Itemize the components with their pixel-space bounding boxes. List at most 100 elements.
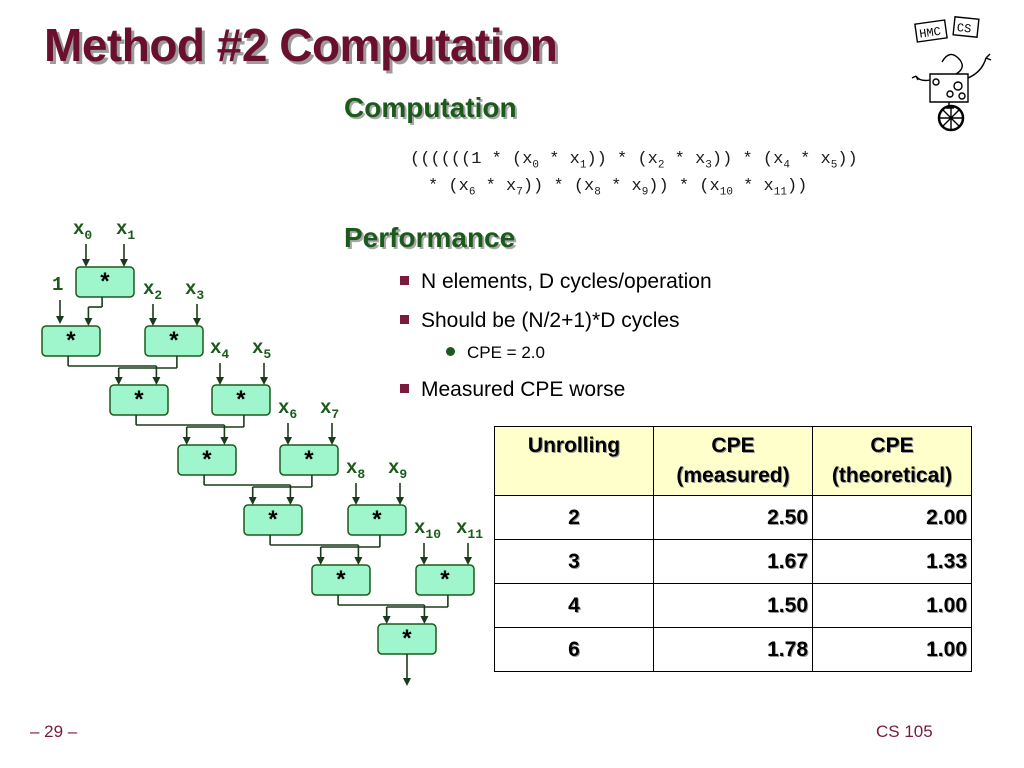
multiply-symbol: * [132,389,146,416]
cell-cpe-theoretical: 2.00 [812,495,972,540]
input-subscript: 6 [289,407,297,422]
multiply-symbol: * [167,330,181,357]
header-text: Unrolling [527,434,621,457]
slide-title: Method #2 Computation [44,19,558,71]
multiply-node [211,384,271,416]
multiply-node [75,266,135,298]
formula-subscript: 0 [532,159,540,172]
formula-text: )) [837,150,858,169]
formula-text: * x [600,177,642,196]
multiply-symbol: * [302,449,316,476]
cell-cpe-measured: 1.78 [653,627,813,672]
input-label-x6: x6 [278,397,297,422]
square-bullet-icon [400,275,409,285]
logo-tag-left [914,19,948,43]
bullet-text: N elements, D cycles/operation [421,270,712,293]
input-subscript: 10 [425,527,441,542]
input-label-x7: x7 [320,397,339,422]
header-text: CPE [711,434,755,457]
input-subscript: 7 [331,407,339,422]
input-label-x5: x5 [252,337,271,362]
hmc-cs-logo: HMC CS [911,16,992,132]
cell-cpe-theoretical: 1.00 [812,583,972,628]
input-label-x3: x3 [185,278,204,303]
formula-text: )) * (x [711,150,784,169]
formula-text: * x [789,150,831,169]
multiply-node [415,564,475,596]
multiply-symbol: * [64,330,78,357]
formula-subscript: 4 [783,159,790,172]
formula-text: )) * (x [648,177,720,196]
formula-text: * x [664,150,706,169]
performance-heading: Performance [344,222,516,253]
course-label: CS 105 [876,722,933,741]
input-subscript: 4 [221,347,229,362]
formula-subscript: 1 [579,159,587,172]
logo-text-cs: CS [956,21,972,36]
page-number: – 29 – [30,722,78,741]
constant-one-label: 1 [52,274,63,296]
multiply-symbol: * [438,569,452,596]
multiply-symbol: * [234,389,248,416]
computation-heading: Computation [344,92,517,123]
logo-text-hmc: HMC [918,25,941,42]
bullet-item: Measured CPE worse [400,378,625,402]
sub-bullet-item: CPE = 2.0 [446,343,545,363]
header-unrolling: Unrolling [494,426,654,496]
multiply-node [347,504,407,536]
input-subscript: 8 [357,467,365,482]
formula-subscript: 9 [641,186,649,199]
input-subscript: 0 [84,228,92,243]
input-label-x11: x11 [456,517,483,542]
formula-subscript: 2 [657,159,665,172]
multiply-symbol: * [400,628,414,655]
cell-cpe-theoretical: 1.33 [812,539,972,584]
input-subscript: 9 [399,467,407,482]
formula-subscript: 7 [516,186,523,199]
multiply-node [41,325,101,357]
formula-subscript: 3 [705,159,712,172]
bullet-item: N elements, D cycles/operation [400,270,712,294]
square-bullet-icon [400,383,409,393]
multiply-node [279,444,339,476]
multiply-symbol: * [98,271,112,298]
header-text: (theoretical) [831,464,953,487]
input-label-x9: x9 [388,457,407,482]
bullet-text: Should be (N/2+1)*D cycles [421,309,680,332]
formula-text: )) * (x [586,150,658,169]
logo-tag-right [952,16,980,38]
formula-text: )) * (x [522,177,595,196]
input-label-x2: x2 [143,278,162,303]
input-subscript: 3 [196,288,204,303]
multiply-symbol: * [200,449,214,476]
input-subscript: 2 [154,288,162,303]
formula-text: )) [786,177,808,196]
input-label-x8: x8 [346,457,365,482]
multiply-symbol: * [370,509,384,536]
multiply-symbol: * [334,569,348,596]
multiply-node [177,444,237,476]
multiply-node [311,564,371,596]
formula-line-1: ((((((1 * (x0 * x1)) * (x2 * x3)) * (x4 … [410,150,858,171]
formula-text: * (x [428,177,469,196]
table-row: 2 2.50 2.00 [494,495,972,540]
table-row: 4 1.50 1.00 [494,583,972,628]
cell-unrolling: 3 [494,539,654,584]
header-text: (measured) [676,464,790,487]
multiply-node [243,504,303,536]
formula-subscript: 5 [830,159,838,172]
table-header-row: Unrolling CPE(measured) CPE(theoretical) [494,426,972,496]
formula-subscript: 11 [773,186,787,199]
bullet-item: Should be (N/2+1)*D cycles [400,309,680,333]
input-label-x4: x4 [210,337,229,362]
cpe-table: Unrolling CPE(measured) CPE(theoretical)… [494,426,972,672]
formula-subscript: 8 [594,186,601,199]
input-subscript: 11 [467,527,483,542]
cell-cpe-measured: 1.50 [653,583,813,628]
cell-cpe-measured: 2.50 [653,495,813,540]
round-bullet-icon [446,347,455,357]
input-label-x10: x10 [414,517,441,542]
multiply-node [109,384,169,416]
cell-unrolling: 2 [494,495,654,540]
